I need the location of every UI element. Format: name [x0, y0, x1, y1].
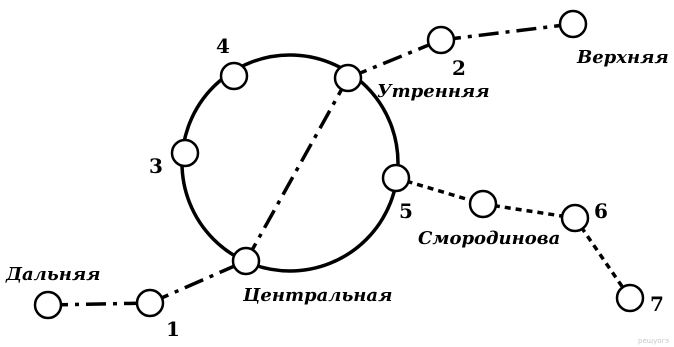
station-3	[170, 138, 200, 168]
station-6	[560, 203, 590, 233]
number-5: 5	[399, 199, 413, 223]
station-tsentralnaya	[231, 246, 261, 276]
station-labels: Дальняя Центральная Утренняя Верхняя Смо…	[5, 47, 669, 306]
station-smorodinova	[468, 189, 498, 219]
watermark: решуогэ	[638, 337, 669, 345]
station-5	[381, 163, 411, 193]
label-tsentralnaya: Центральная	[242, 285, 392, 306]
label-utrennyaya: Утренняя	[377, 81, 490, 102]
number-4: 4	[216, 34, 230, 58]
number-labels: 1 2 3 4 5 6 7	[149, 34, 664, 341]
station-dalnyaya	[33, 290, 63, 320]
number-6: 6	[594, 199, 608, 223]
line-6-7	[573, 217, 632, 299]
station-2	[426, 25, 456, 55]
line-dalnyaya-1	[47, 301, 151, 307]
line-1-tsentralnaya	[149, 259, 247, 305]
line-2-verkhnyaya	[440, 22, 574, 42]
line-smorodinova-6	[482, 202, 576, 220]
label-dalnyaya: Дальняя	[5, 264, 101, 285]
label-verkhnyaya: Верхняя	[576, 47, 669, 68]
station-verkhnyaya	[558, 9, 588, 39]
dotted-lines	[395, 176, 632, 299]
line-utrennyaya-2	[347, 38, 442, 80]
dashdot-lines	[47, 22, 574, 307]
number-1: 1	[166, 317, 180, 341]
label-smorodinova: Смородинова	[418, 228, 560, 249]
stations	[33, 9, 645, 320]
line-tsentralnaya-utrennyaya	[244, 77, 350, 262]
number-2: 2	[452, 56, 466, 80]
number-3: 3	[149, 154, 163, 178]
ring-line	[180, 53, 400, 273]
station-4	[219, 61, 249, 91]
station-utrennyaya	[333, 63, 363, 93]
number-7: 7	[650, 292, 664, 316]
station-7	[615, 283, 645, 313]
station-1	[135, 288, 165, 318]
line-5-smorodinova	[395, 176, 484, 206]
